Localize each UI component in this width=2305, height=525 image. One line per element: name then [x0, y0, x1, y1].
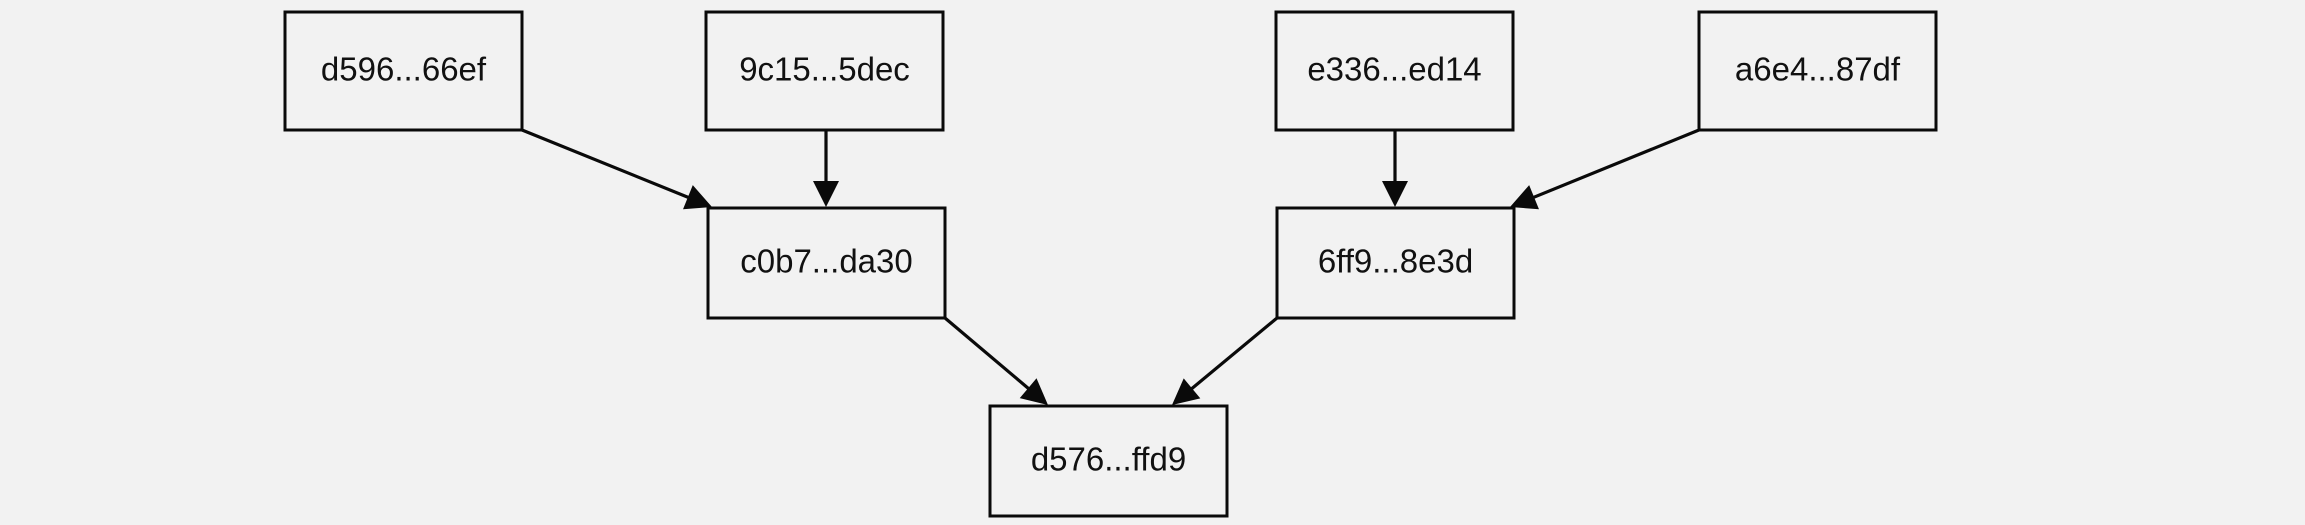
graph-edge	[813, 130, 839, 207]
edge-line	[521, 128, 695, 201]
node-box[interactable]	[704, 10, 945, 132]
edge-arrowhead-icon	[813, 181, 839, 207]
edge-arrowhead-icon	[1019, 378, 1048, 405]
nodes-layer: d596...66ef 9c15...5dec e336...ed14 a6e4...…	[283, 10, 1938, 518]
node-box[interactable]	[1275, 206, 1516, 320]
graph-edge	[1172, 316, 1279, 405]
edge-arrowhead-icon	[1382, 181, 1408, 207]
edge-arrowhead-icon	[1510, 185, 1539, 210]
graph-node[interactable]: a6e4...87df	[1697, 10, 1938, 132]
edge-line	[1527, 128, 1700, 201]
node-label: d596...66ef	[321, 51, 487, 88]
edges-layer	[521, 128, 1700, 405]
edge-arrowhead-icon	[683, 185, 712, 210]
graph-node[interactable]: 9c15...5dec	[704, 10, 945, 132]
edge-line	[943, 316, 1034, 394]
node-box[interactable]	[283, 10, 524, 132]
graph-node[interactable]: 6ff9...8e3d	[1275, 206, 1516, 320]
graph-edge	[521, 128, 712, 210]
graph-edge	[943, 316, 1048, 405]
graph-node[interactable]: d596...66ef	[283, 10, 524, 132]
node-label: a6e4...87df	[1735, 51, 1901, 88]
node-label: 6ff9...8e3d	[1318, 243, 1473, 280]
graph-edge	[1510, 128, 1700, 210]
node-label: 9c15...5dec	[739, 51, 910, 88]
node-box[interactable]	[1274, 10, 1515, 132]
node-box[interactable]	[706, 206, 947, 320]
graph-node[interactable]: d576...ffd9	[988, 404, 1229, 518]
node-label: d576...ffd9	[1031, 441, 1186, 478]
edge-arrowhead-icon	[1172, 378, 1201, 405]
node-label: e336...ed14	[1307, 51, 1481, 88]
graph-edge	[1382, 130, 1408, 207]
node-box[interactable]	[1697, 10, 1938, 132]
node-box[interactable]	[988, 404, 1229, 518]
graph-node[interactable]: e336...ed14	[1274, 10, 1515, 132]
graph-node[interactable]: c0b7...da30	[706, 206, 947, 320]
edge-line	[1186, 316, 1279, 394]
node-label: c0b7...da30	[740, 243, 912, 280]
